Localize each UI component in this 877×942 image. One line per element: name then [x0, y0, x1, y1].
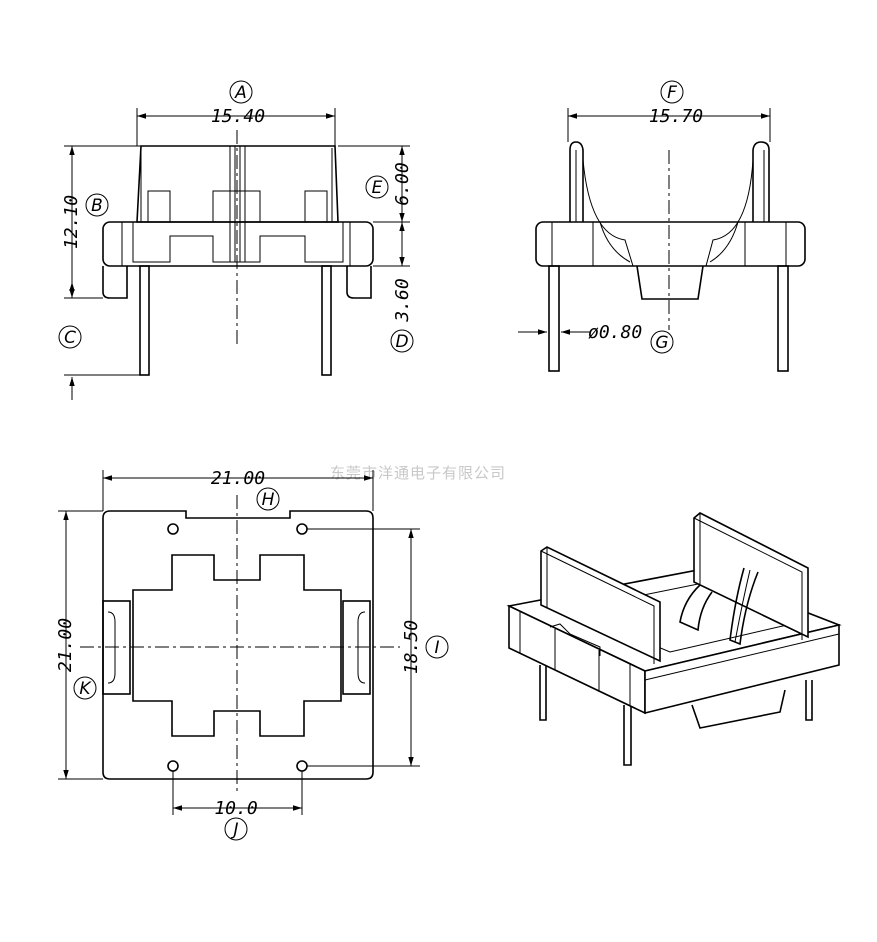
label-A: A — [234, 83, 247, 103]
dim-G-value: ø0.80 — [588, 322, 642, 343]
label-D: D — [395, 332, 408, 352]
dim-B-value: 12.10 — [61, 195, 82, 249]
bottom-view-labels: 21.00 H 21.00 K 18.50 I 10.0 J — [55, 468, 449, 841]
dim-J-value: 10.0 — [214, 798, 257, 819]
label-I: I — [434, 638, 439, 658]
front-view — [64, 108, 410, 400]
label-C: C — [64, 328, 76, 348]
label-K: K — [79, 679, 92, 699]
dim-K-value: 21.00 — [55, 618, 76, 672]
dim-F-value: 15.70 — [649, 106, 703, 127]
bottom-view — [58, 470, 420, 815]
isometric-view — [506, 512, 842, 766]
side-view-labels: F 15.70 ø0.80 G — [588, 80, 703, 354]
dim-A-value: 15.40 — [211, 106, 265, 127]
label-J: J — [230, 820, 238, 840]
dim-E-value: 6.00 — [392, 162, 413, 205]
front-view-labels: A 15.40 B 12.10 C E 6.00 3.60 D — [58, 80, 414, 353]
dim-I-value: 18.50 — [401, 620, 422, 674]
company-watermark: 东莞市洋通电子有限公司 — [330, 464, 506, 482]
dim-D-value: 3.60 — [392, 278, 413, 322]
side-view — [518, 108, 806, 372]
label-E: E — [372, 178, 383, 198]
label-G: G — [655, 333, 668, 353]
label-H: H — [262, 490, 275, 510]
dim-H-value: 21.00 — [211, 468, 265, 489]
label-F: F — [667, 83, 677, 103]
label-B: B — [91, 196, 103, 216]
